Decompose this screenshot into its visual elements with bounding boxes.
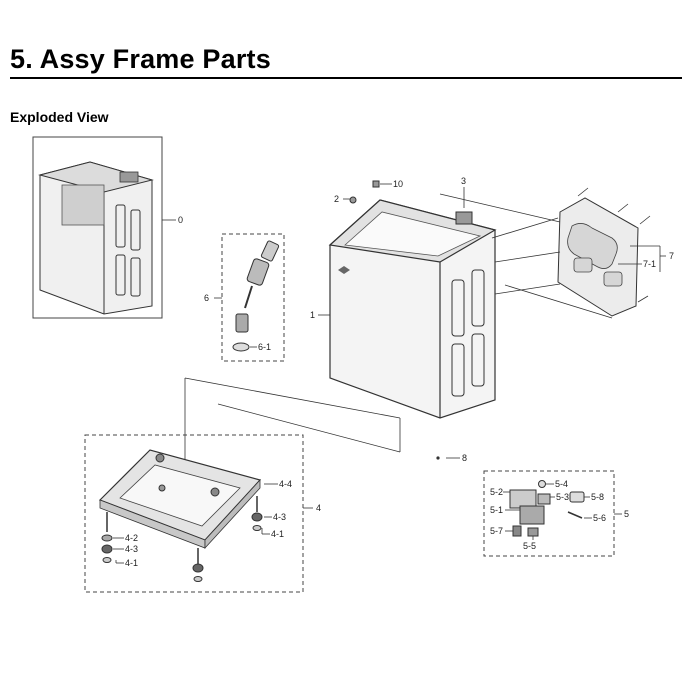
callout-5-3: 5-3 [556, 492, 569, 502]
frame-1-slot [451, 343, 465, 397]
alignment-line [439, 193, 561, 223]
base-4-opening [119, 464, 241, 527]
callout-4-1-right: 4-1 [271, 529, 284, 539]
screw-tick [637, 295, 649, 303]
callout-7: 7 [669, 251, 674, 261]
callout-5-7: 5-7 [490, 526, 503, 536]
callout-5-8: 5-8 [591, 492, 604, 502]
callout-4-3-left: 4-3 [125, 544, 138, 554]
callout-4-4: 4-4 [279, 479, 292, 489]
callout-2: 2 [334, 194, 339, 204]
panel-7-group: 7-1 7 [557, 187, 674, 317]
page-title: 5. Assy Frame Parts [10, 44, 271, 74]
screw-2 [349, 196, 357, 204]
callout-3: 3 [461, 176, 466, 186]
title-rule [10, 77, 682, 79]
foot-right [251, 496, 263, 531]
section-subtitle: Exploded View [10, 109, 109, 125]
callout-6: 6 [204, 293, 209, 303]
frame-1-group: 1 2 10 3 8 [310, 176, 497, 463]
assembly-0-group: 0 [32, 136, 183, 319]
alignment-lines [184, 193, 613, 460]
base-4-frame [84, 434, 304, 593]
assembly-0-slot [130, 209, 141, 251]
panel-7-cutout [603, 271, 623, 287]
panel-7-cutout [567, 223, 618, 269]
panel-7-cutout [573, 257, 593, 273]
callout-4: 4 [316, 503, 321, 513]
callout-7-1: 7-1 [643, 259, 656, 269]
foot-4-3 [192, 563, 204, 573]
foot-4-1 [252, 525, 262, 531]
valve-5-3-solenoid [537, 493, 551, 505]
valve-5-group: 5-4 5-2 5-3 5-8 5-1 5-6 5-7 5-5 5 [483, 470, 629, 557]
callout-5-4: 5-4 [555, 479, 568, 489]
hose-6-connector [260, 240, 280, 262]
foot-4-3 [251, 512, 263, 522]
frame-1-bracket [455, 211, 473, 225]
valve-5-frame [483, 470, 615, 557]
valve-5-1-body [519, 505, 545, 525]
hose-6-body [246, 258, 270, 286]
alignment-line [491, 217, 559, 239]
callout-8: 8 [462, 453, 467, 463]
alignment-line [184, 377, 401, 419]
valve-5-4-cap [538, 480, 546, 488]
assembly-0-bracket [119, 171, 139, 183]
base-4-side [204, 478, 261, 550]
assembly-0-slot [130, 257, 141, 297]
alignment-line [217, 403, 401, 453]
assembly-0-frame [32, 136, 163, 319]
callout-10: 10 [393, 179, 403, 189]
foot-left [101, 512, 113, 563]
frame-1-slot [451, 279, 465, 337]
foot-4-1 [102, 557, 112, 563]
assembly-0-slot [115, 254, 126, 296]
hose-6-1-washer [232, 342, 250, 352]
valve-5-2-body [509, 489, 537, 509]
alignment-line [494, 251, 561, 263]
valve-5-5-part [527, 527, 539, 537]
base-4-group: 4-4 4-3 4-1 4-2 4-3 4-1 4 [84, 434, 321, 593]
hose-6-group: 6 6-1 [204, 233, 285, 362]
alignment-line [504, 284, 613, 319]
frame-1-opening [344, 211, 482, 257]
callout-5-5: 5-5 [523, 541, 536, 551]
assembly-0-inner [61, 184, 105, 226]
screw-tick [639, 215, 651, 225]
callout-1: 1 [310, 310, 315, 320]
foot-4-3 [101, 544, 113, 554]
callout-5: 5 [624, 509, 629, 519]
valve-5-6-pin [567, 511, 583, 519]
alignment-line [494, 283, 561, 295]
screw-tick [577, 187, 589, 197]
frame-1-slot [471, 269, 485, 327]
callout-4-1-left: 4-1 [125, 558, 138, 568]
callout-5-2: 5-2 [490, 487, 503, 497]
foot-4-1 [193, 576, 203, 582]
base-4-boss [210, 487, 220, 497]
callout-0: 0 [178, 215, 183, 225]
callout-4-2: 4-2 [125, 533, 138, 543]
base-4-boss [155, 453, 165, 463]
screw-tick [617, 203, 629, 213]
valve-5-7-part [512, 525, 522, 537]
clip-10 [372, 180, 380, 188]
base-4-boss [158, 484, 166, 492]
foot-front [192, 548, 204, 582]
callout-5-6: 5-6 [593, 513, 606, 523]
hose-6-tube [244, 285, 253, 309]
hose-6-nozzle [235, 313, 249, 333]
fastener-8 [436, 456, 440, 460]
frame-1-slot [471, 333, 485, 387]
assembly-0-slot [115, 204, 126, 248]
callout-4-3-right: 4-3 [273, 512, 286, 522]
callout-5-1: 5-1 [490, 505, 503, 515]
frame-1-marker [338, 266, 350, 274]
foot-4-2 [101, 534, 113, 542]
callout-6-1: 6-1 [258, 342, 271, 352]
hose-6-frame [221, 233, 285, 362]
valve-5-8-fitting [569, 491, 585, 503]
